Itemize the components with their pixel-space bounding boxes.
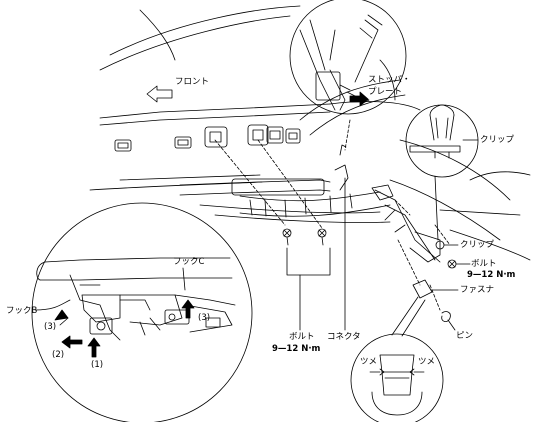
clip-side-label: クリップ — [460, 240, 495, 250]
step-3-left-label: (3) — [44, 322, 57, 332]
front-arrow-icon — [146, 85, 173, 103]
dashed-leaders — [214, 119, 451, 311]
front-label: フロント — [175, 77, 210, 87]
hook-b-label: フックB — [6, 306, 38, 316]
claw-left-label: ツメ — [360, 357, 378, 367]
pin-label: ピン — [456, 331, 474, 341]
trim-holes — [114, 124, 301, 152]
curtain-airbag-module — [179, 144, 441, 263]
bolt-right-label: ボルト — [471, 259, 497, 269]
bolt-center-icons — [282, 177, 346, 331]
clip-top-label: クリップ — [480, 135, 515, 145]
clip-zoom — [405, 104, 479, 241]
step-3-right-label: (3) — [198, 313, 211, 323]
right-fixings — [412, 240, 471, 331]
claw-right-label: ツメ — [418, 357, 436, 367]
stopper-plate-label-line1: ストッパ・ — [368, 75, 411, 85]
bolt-center-label: ボルト — [289, 332, 315, 342]
fastener-claw-zoom — [350, 296, 444, 422]
stopper-plate-label-line2: プレート — [368, 87, 403, 97]
hook-c-label: フックC — [173, 257, 205, 267]
hook-zoom — [31, 202, 253, 422]
torque-center-label: 9—12 N·m — [272, 344, 321, 354]
stopper-plate-zoom — [289, 0, 407, 115]
connector-label: コネクタ — [327, 332, 361, 342]
fastener-label: ファスナ — [460, 285, 495, 295]
torque-right-label: 9—12 N·m — [467, 270, 516, 280]
step-1-label: (1) — [91, 360, 104, 370]
stopper-arrow-icon — [349, 91, 369, 107]
vehicle-body-outline — [89, 5, 531, 261]
step-2-label: (2) — [52, 350, 65, 360]
